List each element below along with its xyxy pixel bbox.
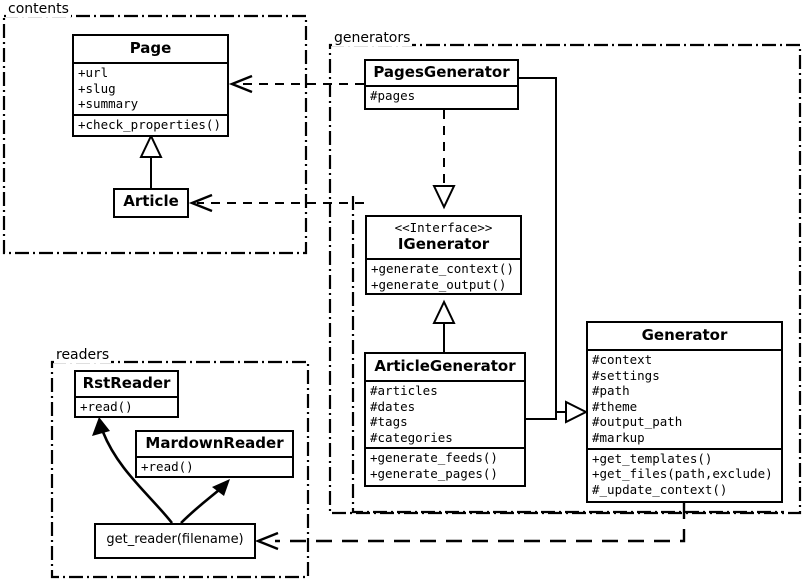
attribute-row: #output_path	[592, 414, 683, 430]
connector-articlegenerator-to-article	[188, 193, 364, 213]
operation-row: +generate_context()	[371, 261, 514, 276]
class-box-articlegenerator[interactable]: ArticleGenerator #articles #dates #tags …	[364, 352, 526, 487]
class-box-page[interactable]: Page +url +slug +summary +check_properti…	[72, 34, 229, 137]
class-name-generator: Generator	[641, 326, 728, 344]
class-name-mardownreader: MardownReader	[145, 434, 284, 452]
connector-articlegenerator-to-generator	[526, 400, 589, 424]
attribute-row: #path	[592, 383, 630, 399]
class-box-article[interactable]: Article	[113, 188, 189, 218]
operation-row: +get_files(path,exclude)	[592, 466, 773, 482]
class-box-pagesgenerator[interactable]: PagesGenerator #pages	[364, 59, 519, 110]
package-label-readers: readers	[54, 347, 112, 363]
attribute-row: #dates	[370, 398, 416, 414]
class-name-page: Page	[129, 39, 172, 57]
class-name-articlegenerator: ArticleGenerator	[374, 357, 516, 375]
class-attributes-generator: #context #settings #path #theme #output_…	[588, 349, 781, 448]
class-name-igenerator: IGenerator	[397, 235, 490, 253]
connector-articlegenerator-to-igenerator	[432, 299, 456, 352]
class-box-generator[interactable]: Generator #context #settings #path #them…	[586, 321, 783, 503]
attribute-row: #pages	[370, 88, 416, 103]
connector-pagesgenerator-to-igenerator	[432, 110, 456, 210]
class-attributes-articlegenerator: #articles #dates #tags #categories	[366, 380, 524, 447]
attribute-row: #tags	[370, 414, 408, 430]
connector-get-reader-to-rstreader	[92, 417, 174, 524]
package-label-generators: generators	[332, 30, 413, 46]
connector-pagesgenerator-to-page	[228, 74, 364, 94]
connector-article-to-page	[139, 133, 163, 188]
class-operations-mardownreader: +read()	[137, 456, 292, 477]
operation-row: +read()	[141, 459, 194, 474]
class-operations-generator: +get_templates() +get_files(path,exclude…	[588, 447, 781, 500]
attribute-row: #categories	[370, 429, 453, 445]
class-name-rstreader: RstReader	[82, 374, 171, 392]
attribute-row: #articles	[370, 383, 438, 398]
attribute-row: #context	[592, 352, 653, 367]
class-operations-igenerator: +generate_context() +generate_output()	[367, 258, 520, 294]
operation-row: +generate_output()	[371, 276, 507, 292]
attribute-row: #markup	[592, 429, 645, 445]
class-box-igenerator[interactable]: <<Interface>> IGenerator +generate_conte…	[365, 215, 522, 295]
attribute-row: #theme	[592, 398, 638, 414]
package-frame-contents	[2, 14, 308, 255]
package-frame-readers	[50, 360, 310, 579]
package-frame-generators	[351, 196, 784, 514]
package-label-contents: contents	[6, 1, 71, 17]
class-name-pagesgenerator: PagesGenerator	[373, 63, 510, 81]
class-name-article: Article	[123, 192, 179, 210]
operation-row: +generate_pages()	[370, 465, 498, 481]
function-label-get-reader: get_reader(filename)	[106, 532, 244, 547]
class-header-igenerator: <<Interface>> IGenerator	[367, 217, 520, 258]
connector-get-reader-to-mardownreader	[180, 479, 230, 524]
operation-row: +get_templates()	[592, 450, 713, 466]
class-operations-articlegenerator: +generate_feeds() +generate_pages()	[366, 447, 524, 483]
connector-generator-to-get-reader	[254, 503, 686, 551]
attribute-row: +slug	[78, 80, 116, 96]
operation-row: +check_properties()	[78, 116, 221, 132]
class-attributes-page: +url +slug +summary	[74, 62, 227, 114]
attribute-row: #settings	[592, 367, 660, 383]
connector-pagesgenerator-to-generator	[519, 77, 566, 413]
class-operations-page: +check_properties()	[74, 113, 227, 135]
function-box-get-reader[interactable]: get_reader(filename)	[94, 523, 256, 559]
attribute-row: +summary	[78, 96, 139, 112]
attribute-row: +url	[78, 65, 109, 80]
class-box-rstreader[interactable]: RstReader +read()	[74, 370, 179, 418]
class-box-mardownreader[interactable]: MardownReader +read()	[135, 430, 294, 478]
operation-row: #_update_context()	[592, 481, 728, 497]
operation-row: +generate_feeds()	[370, 450, 498, 466]
class-stereotype-igenerator: <<Interface>>	[394, 220, 493, 235]
operation-row: +read()	[80, 399, 133, 414]
class-operations-rstreader: +read()	[76, 396, 177, 417]
package-frame-outer	[328, 43, 802, 515]
class-attributes-pagesgenerator: #pages	[366, 85, 517, 106]
